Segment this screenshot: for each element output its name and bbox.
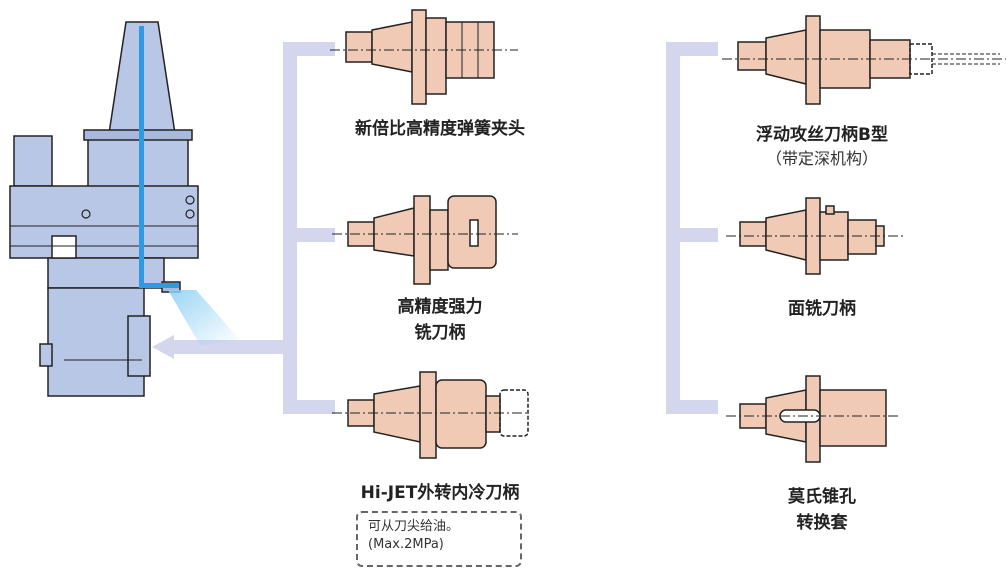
label-power-milling: 高精度强力 铣刀柄 bbox=[340, 294, 540, 346]
label-floating-tap-sub: （带定深机构） bbox=[722, 148, 922, 170]
right-bracket bbox=[666, 42, 718, 414]
label-line: 高精度强力 bbox=[397, 297, 483, 317]
label-line: 浮动攻丝刀柄B型 bbox=[756, 125, 888, 145]
label-hi-jet: Hi-JET外转内冷刀柄 bbox=[320, 480, 560, 506]
angle-head-icon bbox=[9, 21, 199, 397]
label-line: 转换套 bbox=[796, 513, 848, 533]
label-sub-line: （带定深机构） bbox=[765, 149, 878, 168]
spring-collet-chuck-icon bbox=[330, 9, 518, 105]
note-line: 可从刀尖给油。 bbox=[368, 519, 460, 534]
note-box: 可从刀尖给油。 (Max.2MPa) bbox=[356, 511, 522, 567]
hi-jet-coolant-holder-icon bbox=[332, 371, 529, 459]
coolant-spray bbox=[168, 290, 240, 345]
note-line: (Max.2MPa) bbox=[368, 537, 444, 552]
label-floating-tap: 浮动攻丝刀柄B型 bbox=[722, 122, 922, 148]
coolant-channel bbox=[139, 26, 179, 288]
face-mill-arbor-icon bbox=[726, 197, 906, 275]
label-line: Hi-JET外转内冷刀柄 bbox=[360, 483, 520, 503]
label-face-mill: 面铣刀柄 bbox=[742, 296, 902, 322]
left-bracket bbox=[152, 42, 335, 414]
label-spring-collet: 新倍比高精度弹簧夹头 bbox=[310, 116, 570, 142]
power-milling-chuck-icon bbox=[332, 195, 518, 285]
label-morse-taper: 莫氏锥孔 转换套 bbox=[742, 484, 902, 536]
label-line: 铣刀柄 bbox=[414, 323, 466, 343]
floating-tap-holder-icon bbox=[722, 15, 1006, 105]
label-line: 莫氏锥孔 bbox=[788, 487, 856, 507]
label-line: 面铣刀柄 bbox=[788, 299, 856, 319]
label-line: 新倍比高精度弹簧夹头 bbox=[355, 119, 525, 139]
morse-taper-adapter-icon bbox=[726, 375, 900, 463]
